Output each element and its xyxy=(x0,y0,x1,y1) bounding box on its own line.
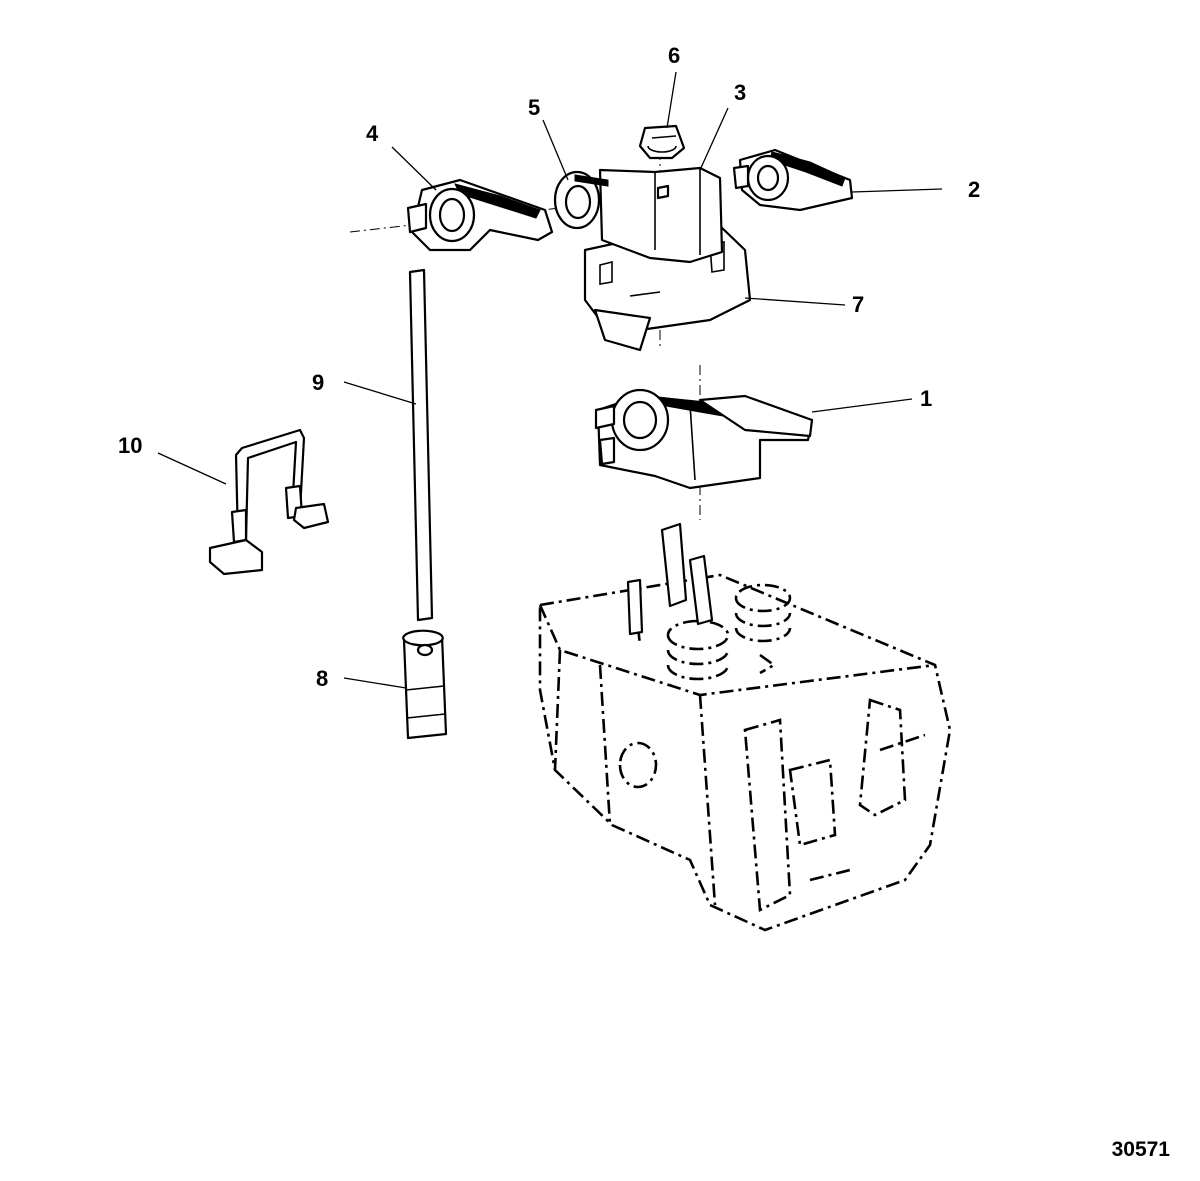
callout-6: 6 xyxy=(668,43,681,68)
callout-5: 5 xyxy=(528,95,541,120)
callout-9: 9 xyxy=(312,370,325,395)
nut xyxy=(638,124,686,160)
push-rod xyxy=(408,268,434,622)
lifter-guide xyxy=(208,428,330,576)
callout-3: 3 xyxy=(734,80,747,105)
callout-8: 8 xyxy=(316,666,329,691)
leader-10 xyxy=(157,452,227,485)
rocker-arm-assembly xyxy=(594,388,814,490)
leader-9 xyxy=(343,381,417,405)
leader-1 xyxy=(811,398,913,413)
leader-6 xyxy=(666,71,677,129)
rocker-arm-right xyxy=(732,148,854,212)
leader-2 xyxy=(851,188,943,193)
rocker-shaft-pedestal xyxy=(598,166,724,264)
figure-number: 30571 xyxy=(1111,1138,1170,1161)
valve-lifter xyxy=(402,629,448,740)
leader-5 xyxy=(542,119,569,181)
bushing xyxy=(553,170,609,230)
callout-2: 2 xyxy=(968,177,981,202)
callout-10: 10 xyxy=(118,433,143,458)
callout-4: 4 xyxy=(366,121,379,146)
cylinder-head-phantom xyxy=(538,573,952,932)
rocker-arm-left xyxy=(406,178,554,252)
valve-springs xyxy=(666,583,792,681)
head-studs xyxy=(626,522,714,636)
callout-1: 1 xyxy=(920,386,933,411)
leader-4 xyxy=(391,146,437,191)
leader-3 xyxy=(699,107,729,171)
callout-7: 7 xyxy=(852,292,865,317)
leader-8 xyxy=(343,677,407,689)
leader-lines xyxy=(157,71,943,689)
leader-7 xyxy=(744,297,846,306)
